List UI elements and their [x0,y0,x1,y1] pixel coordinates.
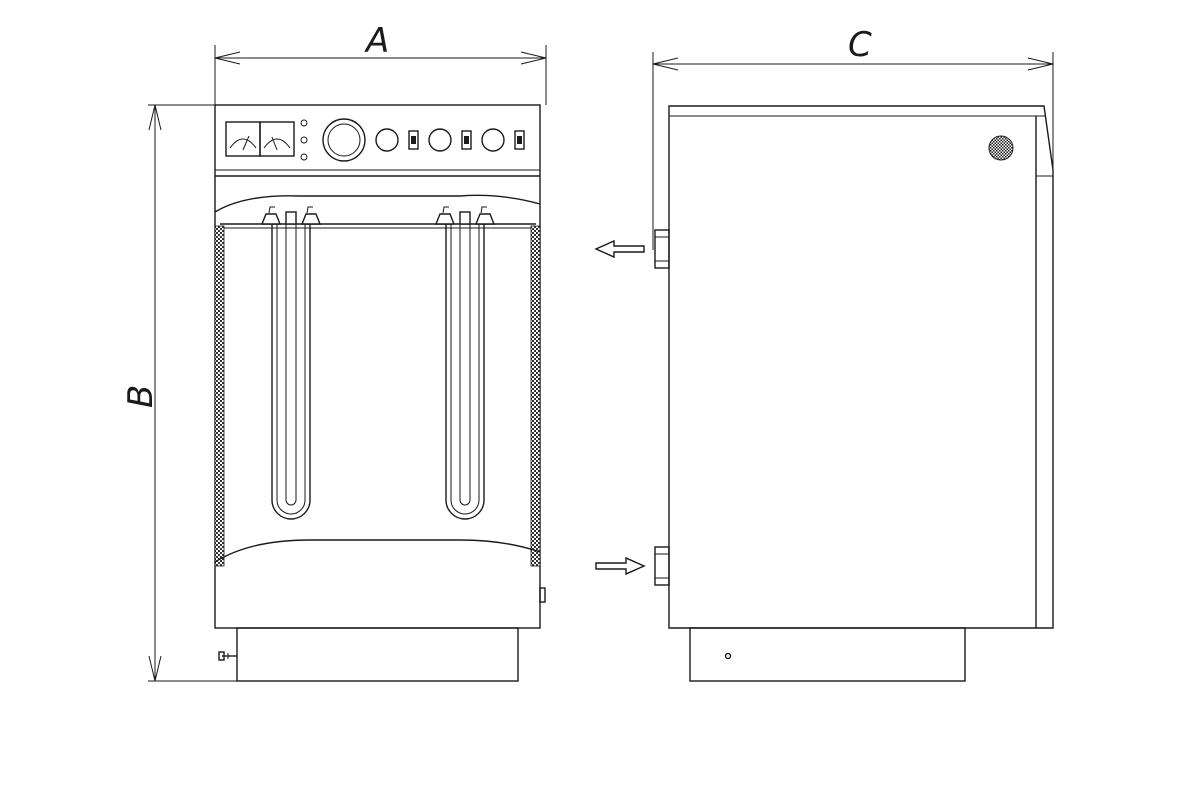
front-cabinet [214,104,541,629]
dimension-depth: C [652,25,1054,250]
arrow-outflow-icon [594,239,645,259]
dimension-depth-label: C [848,25,872,65]
switch-icon [514,130,525,150]
knob-icon [428,128,452,152]
thermostat-knob-icon [322,118,366,162]
front-base [236,627,519,682]
side-view: C [594,25,1054,682]
indicator-light-icon [300,153,308,161]
dimension-width: A [214,21,547,105]
drain-valve-icon [218,651,237,661]
switch-icon [408,130,419,150]
vent-grill-icon [988,135,1014,161]
dimension-height: B [121,104,540,682]
dimension-height-label: B [121,385,161,408]
insulation-right [530,225,541,567]
front-view: A B [121,21,547,682]
tank-bottom-contour [214,539,541,563]
heating-element-icon [260,206,322,520]
control-panel [215,118,540,177]
side-base [689,627,966,682]
insulation-left [214,225,225,567]
indicator-light-icon [300,119,308,127]
dimension-width-label: A [364,21,389,61]
gauge-icon [259,121,295,157]
knob-icon [375,128,399,152]
indicator-light-icon [300,136,308,144]
gauge-icon [225,121,261,157]
tank-top-contour [214,194,541,213]
outlet-pipe-icon [654,229,670,269]
heating-element-icon [434,206,496,520]
switch-icon [461,130,472,150]
side-cabinet [668,105,1054,629]
knob-icon [481,128,505,152]
base-screw-icon [724,652,732,660]
arrow-inflow-icon [595,556,646,576]
inlet-pipe-icon [654,546,670,586]
